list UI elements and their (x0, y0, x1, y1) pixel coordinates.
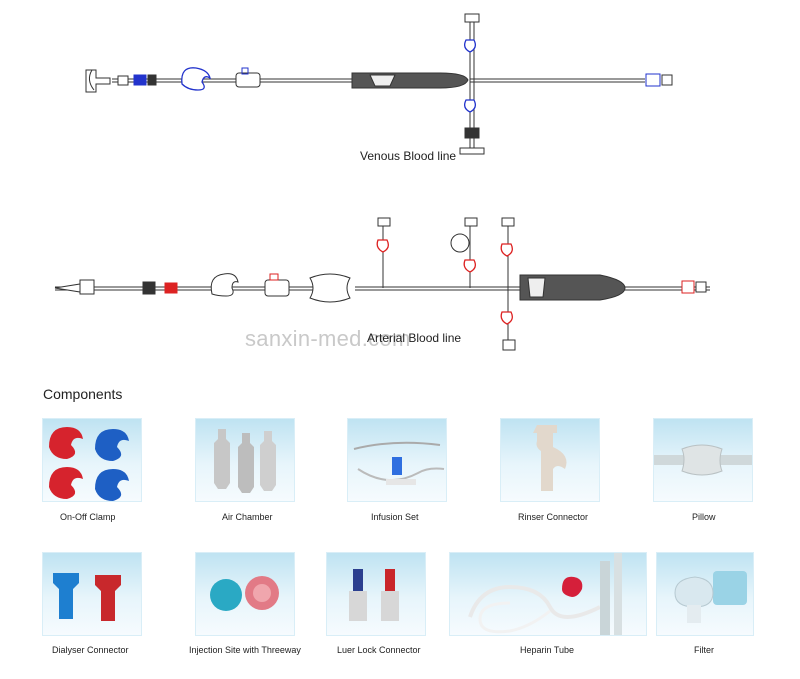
component-thumb-air-chamber (195, 418, 295, 502)
dialyser-connector-image (53, 573, 121, 621)
component-label: Infusion Set (371, 512, 419, 522)
arterial-blood-line-drawing (54, 217, 710, 351)
component-label: Heparin Tube (520, 645, 575, 655)
component-thumb-heparin-tube (449, 552, 647, 636)
watermark-text: sanxin-med.com (245, 326, 411, 351)
infusion-set-image (353, 441, 445, 485)
component-thumb-pillow (653, 418, 753, 502)
air-chamber-image (214, 429, 276, 493)
component-label: On-Off Clamp (60, 512, 116, 522)
component-label: Air Chamber (222, 512, 273, 522)
component-thumb-dialyser-connector (42, 552, 142, 636)
component-thumb-luer-lock-connector (326, 552, 426, 636)
venous-blood-line-drawing (85, 13, 673, 155)
venous-blood-line-label: Venous Blood line (360, 149, 457, 163)
injection-site-image (210, 576, 279, 611)
component-thumb-on-off-clamp (42, 418, 142, 502)
component-label: Filter (694, 645, 714, 655)
component-label: Pillow (692, 512, 716, 522)
component-thumb-rinser-connector (500, 418, 600, 502)
filter-image (674, 571, 747, 623)
pillow-image (654, 444, 752, 476)
heparin-tube-image (468, 553, 622, 635)
arterial-blood-line-label: Arterial Blood line (367, 331, 462, 345)
luer-lock-connector-image (349, 569, 399, 621)
blood-line-diagrams (54, 13, 710, 351)
component-thumb-infusion-set (347, 418, 447, 502)
component-label: Luer Lock Connector (337, 645, 421, 655)
component-label: Rinser Connector (518, 512, 589, 522)
component-thumb-filter (656, 552, 754, 636)
component-thumb-injection-site (195, 552, 295, 636)
component-label: Dialyser Connector (52, 645, 129, 655)
rinser-connector-image (533, 425, 567, 491)
components-title: Components (43, 386, 123, 402)
component-label: Injection Site with Threeway (189, 645, 301, 655)
clamp-image (49, 427, 129, 501)
